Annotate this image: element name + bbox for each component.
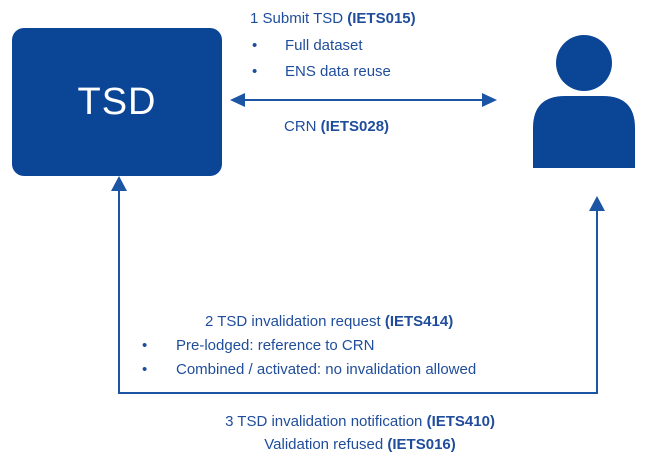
tsd-label: TSD: [77, 80, 157, 123]
person-icon: [533, 35, 635, 168]
invalidation-request-title: 2 TSD invalidation request (IETS414): [205, 313, 453, 331]
arrow-up-tsd-head: [111, 176, 127, 191]
submit-tsd-title: 1 Submit TSD (IETS015): [250, 10, 416, 28]
invalidation-request-code: (IETS414): [384, 313, 454, 330]
crn-message: CRN (IETS028): [284, 118, 389, 136]
submit-tsd-code: (IETS015): [347, 10, 416, 27]
request-bullet-pre-lodged: Pre-lodged: reference to CRN: [176, 337, 375, 354]
notification-code: (IETS410): [426, 413, 495, 430]
crn-label: CRN: [284, 118, 321, 135]
invalidation-request-label: 2 TSD invalidation request: [205, 313, 385, 330]
notification-line1: 3 TSD invalidation notification (IETS410…: [150, 413, 570, 431]
bullet-dot: •: [252, 63, 258, 80]
arrow-left-head: [230, 93, 245, 107]
bidirectional-arrow: [230, 93, 497, 107]
arrow-up-person-head: [589, 196, 605, 211]
validation-refused-code: (IETS016): [387, 436, 456, 453]
bullet-dot: •: [142, 361, 148, 378]
bullet-dot: •: [252, 37, 258, 54]
tsd-box: TSD: [12, 28, 222, 176]
request-bullet-combined: Combined / activated: no invalidation al…: [176, 361, 477, 378]
submit-bullet-ens-reuse: ENS data reuse: [285, 63, 391, 80]
arrow-right-head: [482, 93, 497, 107]
submit-bullet-full-dataset: Full dataset: [285, 37, 363, 54]
notification-line2: Validation refused (IETS016): [150, 436, 570, 454]
submit-tsd-label: 1 Submit TSD: [250, 10, 348, 27]
invalidation-loop: [111, 176, 605, 394]
crn-code: (IETS028): [320, 118, 390, 135]
bullet-dot: •: [142, 337, 148, 354]
validation-refused-label: Validation refused: [264, 436, 388, 453]
notification-label: 3 TSD invalidation notification: [225, 413, 427, 430]
